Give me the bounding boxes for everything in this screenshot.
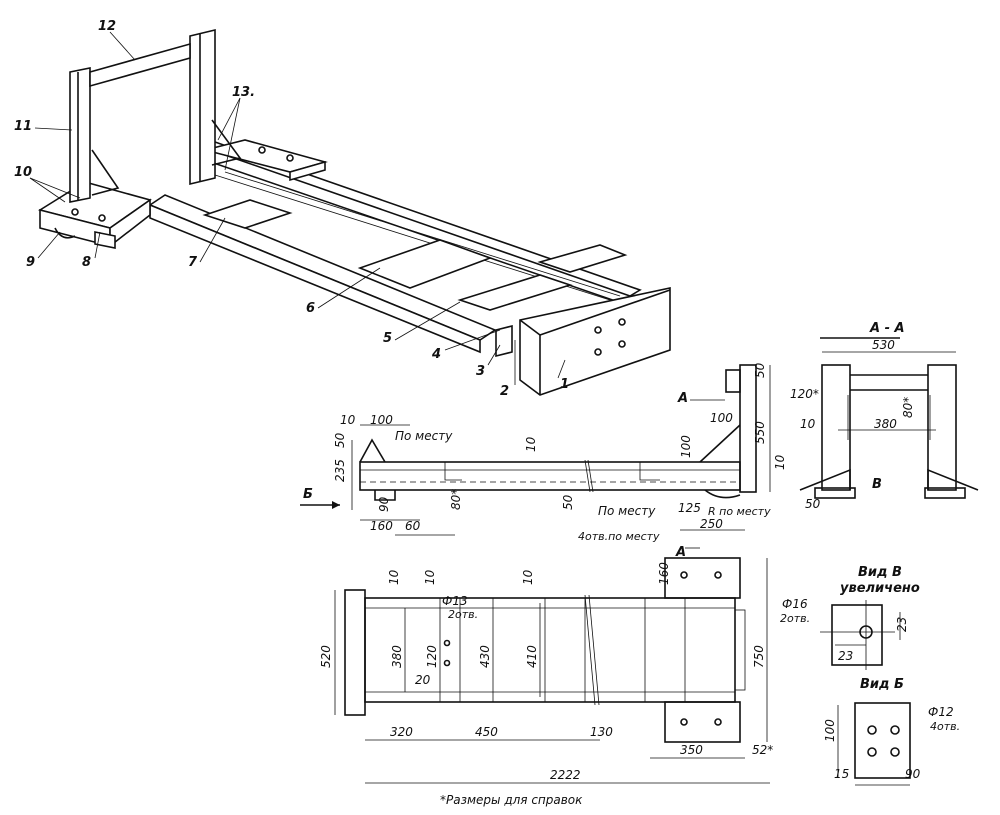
dim-text: 50 — [561, 494, 575, 510]
view-v-title: Вид В — [858, 565, 902, 580]
view-dimensions: 23 23 100 15 90 — [823, 617, 921, 781]
part-label-7: 7 — [188, 255, 198, 270]
dim-text: 160 — [657, 562, 671, 585]
dim-text: 520 — [319, 645, 333, 668]
arrow-v-label: В — [872, 477, 882, 492]
dim-text: 10 — [340, 413, 356, 427]
note-po-mestu-2: По месту — [598, 504, 656, 518]
dim-text: 430 — [478, 645, 492, 668]
dim-text: 10 — [521, 569, 535, 585]
dim-text: 160 — [370, 519, 393, 533]
part-label-5: 5 — [383, 331, 392, 346]
dim-text: 60 — [405, 519, 421, 533]
dim-text: 10 — [423, 569, 437, 585]
part-label-13: 13. — [232, 85, 255, 100]
dim-text: 380 — [390, 645, 404, 668]
note-hole-13: Ф13 — [442, 594, 468, 608]
part-label-10: 10 — [14, 165, 32, 180]
part-label-2: 2 — [500, 384, 509, 399]
part-label-6: 6 — [306, 301, 315, 316]
dim-text: 450 — [475, 725, 498, 739]
section-dimensions: 530 120* 80* 10 380 50 — [790, 338, 915, 511]
dim-text: 90 — [905, 767, 921, 781]
part-label-4: 4 — [431, 347, 441, 362]
dim-text: 120* — [790, 387, 819, 401]
side-view-dimensions: 10 100 50 235 90 160 60 80* 10 50 100 10… — [333, 362, 787, 533]
part-label-11: 11 — [14, 119, 32, 134]
isometric-view — [37, 28, 671, 396]
note-hole-12-count: 4отв. — [930, 720, 960, 733]
notes: По месту По месту R по месту 4отв.по мес… — [395, 429, 960, 807]
dim-text: 50 — [805, 497, 821, 511]
dim-text: 23 — [838, 649, 853, 663]
dim-text: 80* — [901, 397, 915, 418]
dim-text: 235 — [333, 459, 347, 482]
plan-view — [334, 547, 770, 784]
dim-text: 80* — [449, 489, 463, 510]
section-aa — [799, 337, 979, 499]
note-holes-po-mestu: 4отв.по месту — [578, 530, 660, 543]
part-label-1: 1 — [560, 377, 569, 392]
leader-lines — [29, 31, 566, 385]
dim-text: 15 — [834, 767, 849, 781]
note-po-mestu-1: По месту — [395, 429, 453, 443]
part-label-3: 3 — [476, 364, 485, 379]
part-label-9: 9 — [26, 255, 35, 270]
view-b — [837, 702, 911, 786]
dim-text: 52* — [752, 743, 773, 757]
dim-text: 10 — [524, 436, 538, 452]
arrow-a-bottom-label: А — [675, 545, 686, 560]
part-label-12: 12 — [98, 19, 116, 34]
plan-dimensions: 10 10 10 160 520 380 120 430 410 20 750 … — [319, 562, 773, 782]
dim-text: 10 — [773, 454, 787, 470]
dim-text: 100 — [710, 411, 733, 425]
dim-text: 20 — [415, 673, 431, 687]
dim-text: 10 — [387, 569, 401, 585]
dim-text: 50 — [753, 362, 767, 378]
dim-text: 250 — [700, 517, 723, 531]
dim-text: 23 — [895, 617, 909, 632]
part-label-8: 8 — [82, 255, 91, 270]
dim-text: 380 — [874, 417, 897, 431]
dim-text: 100 — [370, 413, 393, 427]
dim-text: 50 — [333, 432, 347, 448]
view-v-subtitle: увеличено — [840, 581, 920, 596]
arrow-a-top-label: А — [677, 391, 688, 406]
dim-text: 750 — [752, 645, 766, 668]
dim-text: 120 — [425, 645, 439, 668]
note-hole-16: Ф16 — [782, 597, 808, 611]
part-labels: 1 2 3 4 5 6 7 8 9 10 11 12 13. — [14, 19, 569, 399]
dim-text: 350 — [680, 743, 703, 757]
view-titles: А - А А А Б В Вид В увеличено Вид Б — [303, 321, 920, 692]
dim-text: 100 — [679, 435, 693, 458]
dim-text: 130 — [590, 725, 613, 739]
view-b-title: Вид Б — [860, 677, 904, 692]
dim-text: 10 — [800, 417, 816, 431]
section-aa-title: А - А — [869, 321, 905, 336]
note-hole-13-count: 2отв. — [448, 608, 478, 621]
dim-text: 530 — [872, 338, 895, 352]
note-hole-16-count: 2отв. — [780, 612, 810, 625]
dim-text: 125 — [678, 501, 701, 515]
dim-text: 550 — [753, 421, 767, 444]
dim-text: 90 — [377, 496, 391, 512]
arrow-b-label: Б — [303, 487, 313, 502]
footnote: *Размеры для справок — [440, 793, 583, 807]
view-v — [820, 600, 901, 670]
side-view — [300, 364, 771, 536]
dim-text: 2222 — [550, 768, 581, 782]
note-hole-12: Ф12 — [928, 705, 954, 719]
note-r-po-mestu: R по месту — [708, 505, 771, 518]
dim-text: 410 — [525, 645, 539, 668]
dim-text: 320 — [390, 725, 413, 739]
dim-text: 100 — [823, 719, 837, 742]
